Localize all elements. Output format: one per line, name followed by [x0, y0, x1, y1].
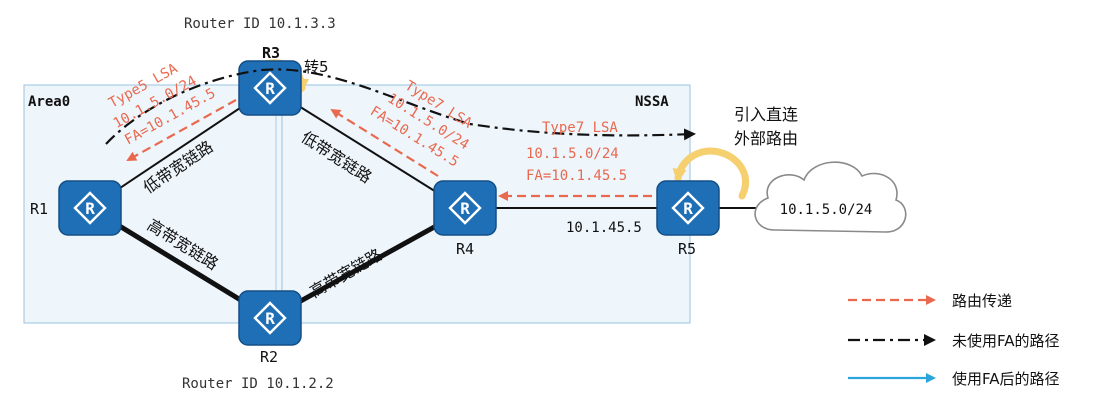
r3-router-id: Router ID 10.1.3.3: [184, 16, 336, 32]
convert-label: 转5: [304, 58, 329, 76]
legend-route-propagation: 路由传递: [952, 292, 1012, 310]
import-label-line1: 引入直连: [734, 105, 798, 124]
r4-r5-address: 10.1.45.5: [566, 220, 642, 236]
router-r2[interactable]: [237, 289, 303, 347]
type7-r5-prefix: 10.1.5.0/24: [526, 146, 619, 162]
r5-label: R5: [678, 240, 696, 258]
router-r1[interactable]: [57, 179, 123, 237]
import-label-line2: 外部路由: [734, 129, 798, 148]
legend: 路由传递 未使用FA的路径 使用FA后的路径: [848, 292, 1060, 388]
r3-label: R3: [262, 44, 280, 62]
router-r4[interactable]: [432, 179, 498, 237]
area0-label: Area0: [28, 94, 70, 110]
lsa-arrow-r3-r1: [126, 99, 237, 161]
router-r5[interactable]: [655, 179, 721, 237]
path-without-fa: [105, 68, 696, 145]
legend-path-without-fa: 未使用FA的路径: [952, 332, 1060, 350]
link-r2-r4: [268, 207, 467, 321]
import-arrow: [672, 147, 750, 200]
r2-label: R2: [260, 348, 278, 366]
type7-r5-title: Type7 LSA: [542, 120, 618, 136]
type7-r5-fa: FA=10.1.45.5: [526, 168, 627, 184]
link-r3-r4: [269, 87, 466, 211]
external-network-cloud: [754, 161, 907, 233]
lsa-arrow-r4-r3: [330, 108, 439, 177]
external-network-label: 10.1.5.0/24: [780, 202, 873, 218]
r1-label: R1: [30, 200, 48, 218]
nssa-label: NSSA: [635, 94, 669, 110]
r4-label: R4: [456, 240, 474, 258]
r2-router-id: Router ID 10.1.2.2: [182, 376, 334, 392]
legend-path-with-fa: 使用FA后的路径: [952, 370, 1060, 388]
